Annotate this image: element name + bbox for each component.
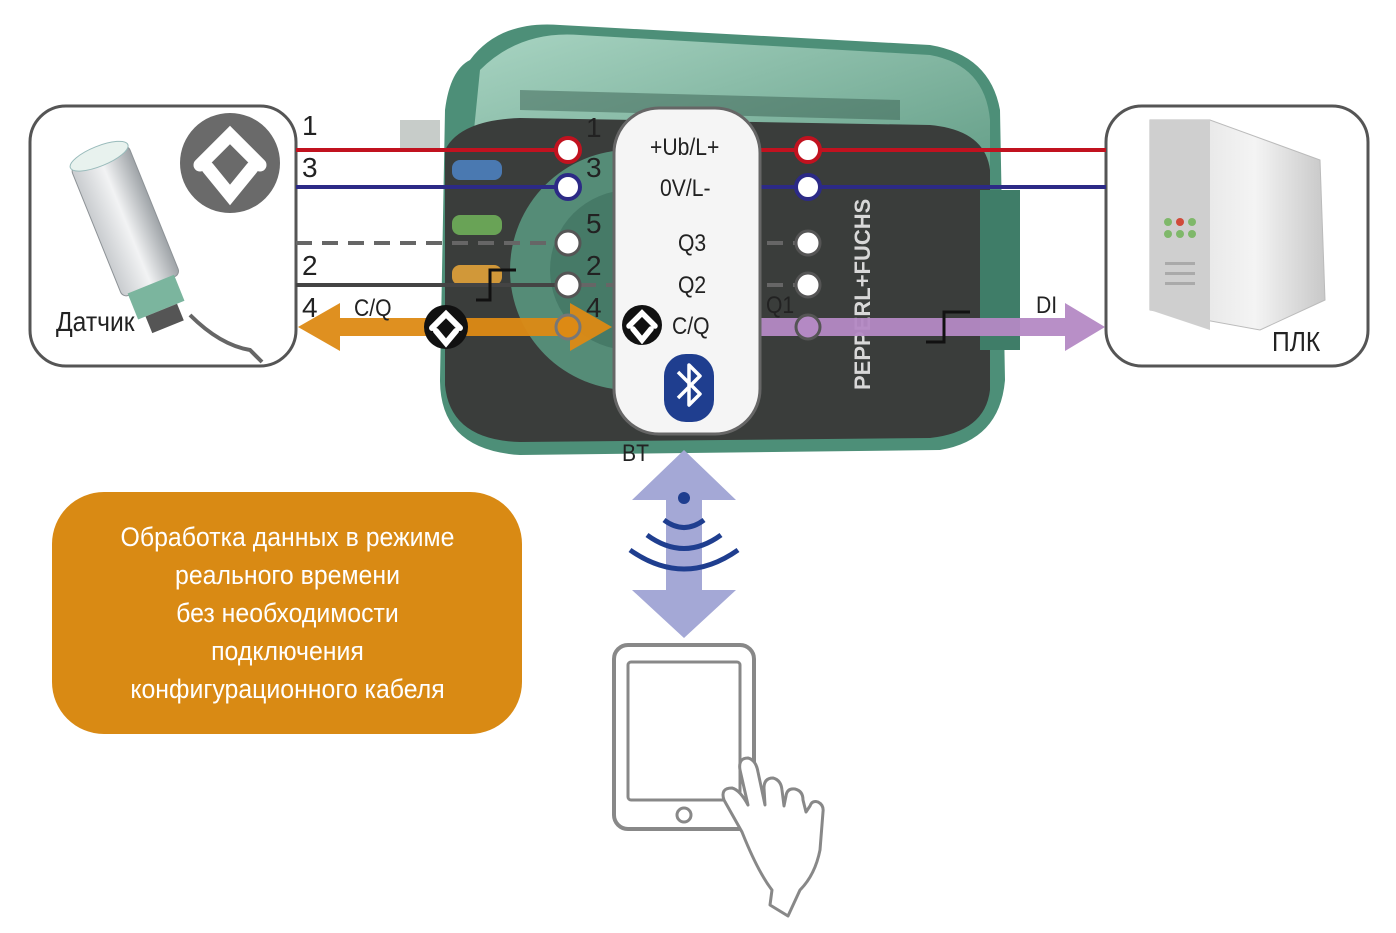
io-link-logo-icon <box>622 305 662 345</box>
bluetooth-arrow <box>632 450 736 638</box>
hand-pointer-icon <box>721 756 825 918</box>
terminal-label-ub: +Ub/L+ <box>650 134 720 161</box>
terminal-left-4 <box>554 313 582 341</box>
bt-label: BT <box>622 440 649 467</box>
pin-mid-1: 1 <box>586 112 602 143</box>
q1-label: Q1 <box>766 292 795 319</box>
pin-mid-4: 4 <box>586 292 602 323</box>
terminal-right-q3 <box>794 229 822 257</box>
pin-left-4: 4 <box>302 292 318 323</box>
wireless-signal-icon <box>628 492 740 572</box>
io-link-logo-icon <box>180 113 280 213</box>
terminal-left-2 <box>554 271 582 299</box>
tablet-icon <box>612 643 756 831</box>
pin-left-3: 3 <box>302 152 318 183</box>
plc-label: ПЛК <box>1272 326 1321 357</box>
terminal-right-q2 <box>794 271 822 299</box>
info-line-1: Обработка данных в режиме <box>120 522 454 552</box>
signal-step-q1 <box>926 310 970 344</box>
info-line-4: подключения <box>210 636 364 666</box>
terminal-right-ub <box>794 136 822 164</box>
info-line-2: реального времени <box>174 560 400 590</box>
info-line-5: конфигурационного кабеля <box>129 674 445 704</box>
signal-step-q2 <box>476 268 516 302</box>
di-label: DI <box>1036 292 1058 319</box>
terminal-label-q2: Q2 <box>678 272 707 299</box>
pin-mid-3: 3 <box>586 152 602 183</box>
pin-left-1: 1 <box>302 110 318 141</box>
info-text: Обработка данных в режиме реального врем… <box>120 518 454 708</box>
pin-mid-5: 5 <box>586 208 602 239</box>
terminal-right-0v <box>794 173 822 201</box>
plc-server-icon <box>1149 119 1326 331</box>
pin-mid-2: 2 <box>586 250 602 281</box>
terminal-left-5 <box>554 229 582 257</box>
terminal-label-0v: 0V/L- <box>660 175 711 202</box>
terminal-left-1 <box>554 136 582 164</box>
info-callout: Обработка данных в режиме реального врем… <box>52 492 522 734</box>
digital-output-arrow <box>760 303 1105 351</box>
proximity-sensor-icon <box>69 140 264 364</box>
terminal-left-3 <box>554 173 582 201</box>
cq-wire-label: C/Q <box>354 295 392 322</box>
module-panel <box>612 106 762 436</box>
plc-box <box>1104 104 1370 368</box>
sensor-label: Датчик <box>56 306 135 337</box>
pin-left-2: 2 <box>302 250 318 281</box>
terminal-label-cq: C/Q <box>672 313 710 340</box>
info-line-3: без необходимости <box>175 598 399 628</box>
sensor-box <box>28 104 298 368</box>
io-link-logo-icon <box>424 305 468 349</box>
terminal-label-q3: Q3 <box>678 230 707 257</box>
module-brand: PEPPERL+FUCHS <box>850 199 875 390</box>
bluetooth-icon <box>664 354 714 422</box>
terminal-right-q1 <box>794 313 822 341</box>
